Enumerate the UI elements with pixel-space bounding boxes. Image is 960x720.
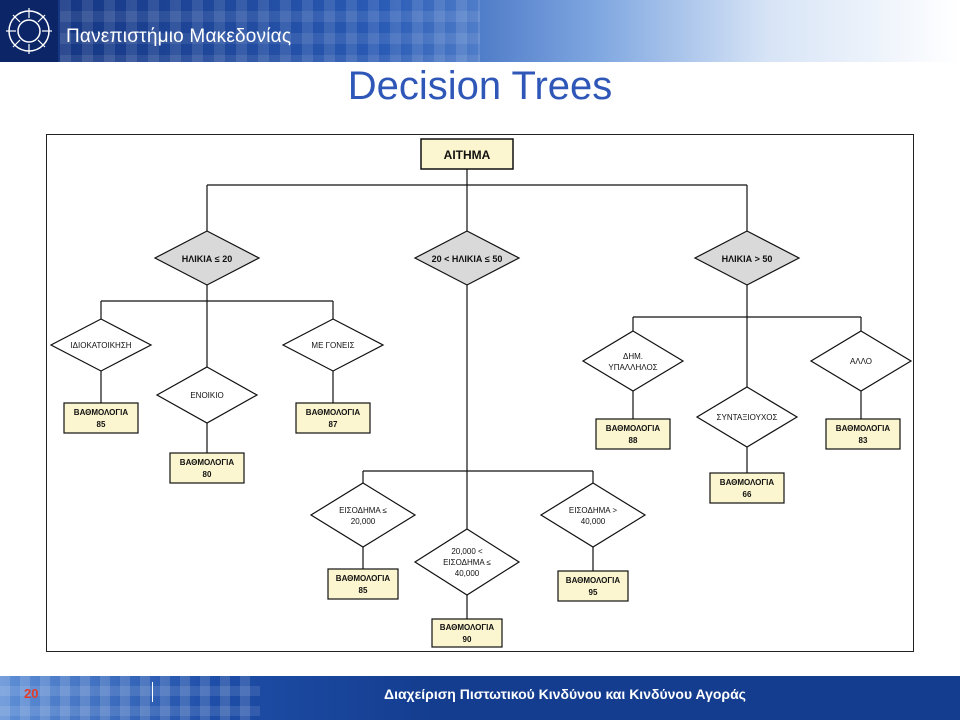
syntaxiouxos-label: ΣΥΝΤΑΞΙΟΥΧΟΣ xyxy=(717,413,778,422)
score-label: ΒΑΘΜΟΛΟΓΙΑ xyxy=(74,408,129,417)
score-node-income-mid: ΒΑΘΜΟΛΟΓΙΑ 90 xyxy=(431,618,503,648)
enoikio-label: ΕΝΟΙΚΙΟ xyxy=(190,391,223,400)
me-goneis-label: ΜΕ ΓΟΝΕΙΣ xyxy=(311,341,354,350)
score-label: ΒΑΘΜΟΛΟΓΙΑ xyxy=(306,408,361,417)
score-label: ΒΑΘΜΟΛΟΓΙΑ xyxy=(180,458,235,467)
footer-divider xyxy=(152,682,153,702)
score-value: 83 xyxy=(859,436,868,445)
decision-node-dim-ypallilos: ΔΗΜ. ΥΠΑΛΛΗΛΟΣ xyxy=(581,330,685,392)
age-gt-50-label: ΗΛΙΚΙΑ > 50 xyxy=(722,254,773,264)
university-logo xyxy=(0,0,58,62)
score-label: ΒΑΘΜΟΛΟΓΙΑ xyxy=(720,478,775,487)
score-node-income-low: ΒΑΘΜΟΛΟΓΙΑ 85 xyxy=(327,568,399,600)
score-value: 95 xyxy=(589,588,598,597)
course-title: Διαχείριση Πιστωτικού Κινδύνου και Κινδύ… xyxy=(384,686,746,702)
root-label: ΑΙΤΗΜΑ xyxy=(444,148,491,162)
score-node-syntaxiouxos: ΒΑΘΜΟΛΟΓΙΑ 66 xyxy=(709,472,785,504)
score-value: 87 xyxy=(329,420,338,429)
score-node-dim-ypallilos: ΒΑΘΜΟΛΟΓΙΑ 88 xyxy=(595,418,671,450)
score-label: ΒΑΘΜΟΛΟΓΙΑ xyxy=(566,576,621,585)
score-label: ΒΑΘΜΟΛΟΓΙΑ xyxy=(440,623,495,632)
decision-node-syntaxiouxos: ΣΥΝΤΑΞΙΟΥΧΟΣ xyxy=(695,386,799,448)
decision-node-idiokatoikisi: ΙΔΙΟΚΑΤΟΙΚΗΣΗ xyxy=(49,318,153,372)
score-value: 88 xyxy=(629,436,638,445)
university-name: Πανεπιστήμιο Μακεδονίας xyxy=(66,26,292,47)
score-label: ΒΑΘΜΟΛΟΓΙΑ xyxy=(336,574,391,583)
score-node-allo: ΒΑΘΜΟΛΟΓΙΑ 83 xyxy=(825,418,901,450)
decision-tree-svg: ΑΙΤΗΜΑ ΗΛΙΚΙΑ ≤ 20 20 < ΗΛΙΚΙΑ ≤ 50 ΗΛΙΚ… xyxy=(49,138,913,648)
footer-pattern xyxy=(0,676,260,720)
slide-title: Decision Trees xyxy=(347,64,613,108)
income-mid-line2: ΕΙΣΟΔΗΜΑ ≤ xyxy=(443,558,491,567)
score-label: ΒΑΘΜΟΛΟΓΙΑ xyxy=(836,424,891,433)
dim-ypallilos-line2: ΥΠΑΛΛΗΛΟΣ xyxy=(608,363,657,372)
dim-ypallilos-line1: ΔΗΜ. xyxy=(623,352,643,361)
income-low-line2: 20,000 xyxy=(351,517,376,526)
root-node: ΑΙΤΗΜΑ xyxy=(420,138,514,170)
decision-node-income-high: ΕΙΣΟΔΗΜΑ > 40,000 xyxy=(539,482,647,548)
score-node-me-goneis: ΒΑΘΜΟΛΟΓΙΑ 87 xyxy=(295,402,371,434)
income-low-line1: ΕΙΣΟΔΗΜΑ ≤ xyxy=(339,506,387,515)
slide-header: Πανεπιστήμιο Μακεδονίας xyxy=(0,0,960,62)
score-node-income-high: ΒΑΘΜΟΛΟΓΙΑ 95 xyxy=(557,570,629,602)
score-value: 66 xyxy=(743,490,752,499)
sun-emblem-icon xyxy=(6,8,52,54)
decision-node-age-le-20: ΗΛΙΚΙΑ ≤ 20 xyxy=(153,230,261,286)
score-value: 90 xyxy=(463,635,472,644)
income-high-line2: 40,000 xyxy=(581,517,606,526)
decision-node-income-mid: 20,000 < ΕΙΣΟΔΗΜΑ ≤ 40,000 xyxy=(413,528,521,596)
score-value: 80 xyxy=(203,470,212,479)
idiokatoikisi-label: ΙΔΙΟΚΑΤΟΙΚΗΣΗ xyxy=(70,341,131,350)
header-pattern xyxy=(60,0,480,62)
decision-node-enoikio: ΕΝΟΙΚΙΟ xyxy=(155,366,259,424)
score-node-enoikio: ΒΑΘΜΟΛΟΓΙΑ 80 xyxy=(169,452,245,484)
slide-footer: 20 Διαχείριση Πιστωτικού Κινδύνου και Κι… xyxy=(0,676,960,720)
score-value: 85 xyxy=(359,586,368,595)
score-value: 85 xyxy=(97,420,106,429)
decision-node-age-gt-50: ΗΛΙΚΙΑ > 50 xyxy=(693,230,801,286)
income-mid-line1: 20,000 < xyxy=(451,547,483,556)
decision-node-allo: ΑΛΛΟ xyxy=(809,330,913,392)
decision-node-age-20-50: 20 < ΗΛΙΚΙΑ ≤ 50 xyxy=(413,230,521,286)
score-label: ΒΑΘΜΟΛΟΓΙΑ xyxy=(606,424,661,433)
income-mid-line3: 40,000 xyxy=(455,569,480,578)
decision-node-me-goneis: ΜΕ ΓΟΝΕΙΣ xyxy=(281,318,385,372)
income-high-line1: ΕΙΣΟΔΗΜΑ > xyxy=(569,506,617,515)
age-20-50-label: 20 < ΗΛΙΚΙΑ ≤ 50 xyxy=(432,254,503,264)
age-le-20-label: ΗΛΙΚΙΑ ≤ 20 xyxy=(182,254,232,264)
score-node-idiokatoikisi: ΒΑΘΜΟΛΟΓΙΑ 85 xyxy=(63,402,139,434)
connector-lines xyxy=(100,169,862,619)
page-number: 20 xyxy=(24,686,39,701)
decision-tree-diagram: ΑΙΤΗΜΑ ΗΛΙΚΙΑ ≤ 20 20 < ΗΛΙΚΙΑ ≤ 50 ΗΛΙΚ… xyxy=(46,134,914,652)
allo-label: ΑΛΛΟ xyxy=(850,357,872,366)
decision-node-income-low: ΕΙΣΟΔΗΜΑ ≤ 20,000 xyxy=(309,482,417,548)
